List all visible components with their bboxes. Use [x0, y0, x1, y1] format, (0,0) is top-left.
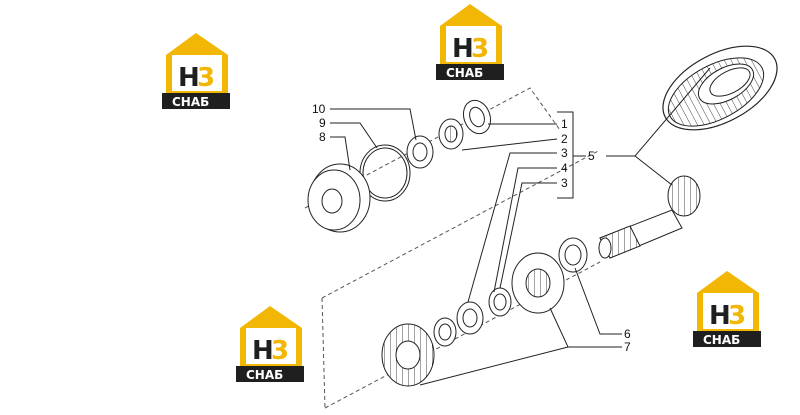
washer-1: [462, 99, 492, 135]
washer-6: [558, 237, 588, 273]
logo-digit: 3: [471, 34, 489, 64]
logo-digit: 3: [728, 301, 746, 331]
logo-caption: СНАБ: [246, 368, 283, 382]
callout-labels: 10 9 8 1 2 3 4 3 5 6 7: [312, 102, 631, 354]
logo-letter: H: [452, 34, 474, 64]
callout-9: 9: [319, 116, 326, 130]
watermark-logo-topcenter: H 3 СНАБ: [436, 4, 504, 80]
watermark-logo-bottomleft: H 3 СНАБ: [236, 306, 304, 382]
callout-1: 1: [561, 117, 568, 131]
leader-lines: [330, 67, 711, 386]
callout-10: 10: [312, 102, 326, 116]
logo-digit: 3: [271, 336, 289, 366]
callout-4: 4: [561, 161, 568, 175]
logo-caption: СНАБ: [703, 333, 740, 347]
ring-3: [488, 287, 512, 317]
callout-3-upper: 3: [561, 146, 568, 160]
logo-caption: СНАБ: [172, 95, 209, 109]
callout-5: 5: [588, 149, 595, 163]
logo-caption: СНАБ: [446, 66, 483, 80]
ring-3b: [433, 317, 457, 347]
nut-2: [438, 118, 464, 150]
ring-4: [456, 301, 484, 335]
bearing-7-lower: [381, 323, 435, 387]
logo-letter: H: [178, 63, 200, 93]
logo-letter: H: [252, 336, 274, 366]
pinion-shaft: [598, 175, 701, 259]
callout-7: 7: [624, 340, 631, 354]
callout-3-lower: 3: [561, 176, 568, 190]
callout-6: 6: [624, 327, 631, 341]
logo-digit: 3: [197, 63, 215, 93]
flange-8: [307, 163, 371, 233]
callout-2: 2: [561, 132, 568, 146]
callout-8: 8: [319, 130, 326, 144]
bearing-10: [406, 135, 434, 169]
watermark-logo-topleft: H 3 СНАБ: [162, 33, 230, 109]
bearing-7-upper: [511, 252, 565, 314]
crown-gear: [662, 45, 778, 131]
watermark-logo-right: H 3 СНАБ: [693, 271, 761, 347]
logo-letter: H: [709, 301, 731, 331]
